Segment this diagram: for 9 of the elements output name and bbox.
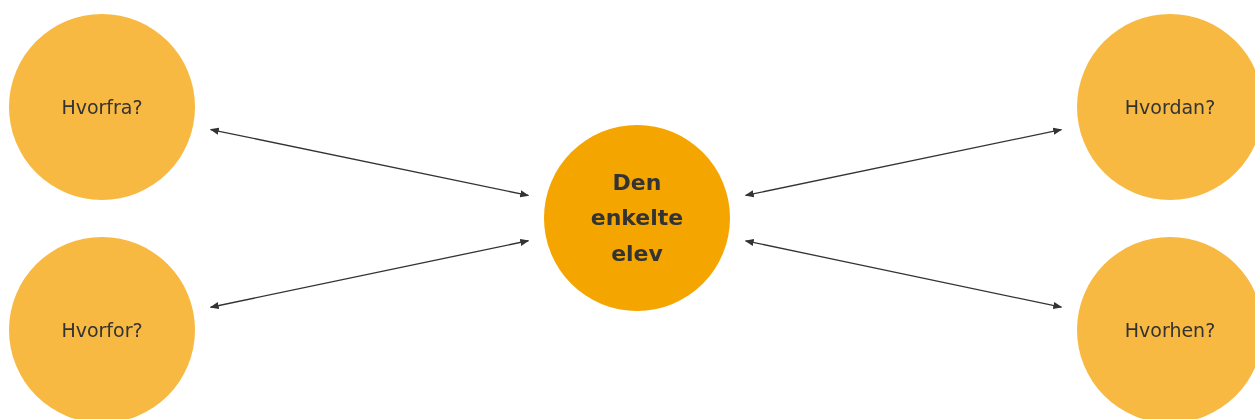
double-arrow bbox=[744, 127, 1063, 198]
double-arrow bbox=[209, 127, 530, 198]
circle-label: Hvorfor? bbox=[61, 317, 143, 343]
circle-label: Hvorfra? bbox=[61, 94, 143, 120]
circle-label: Hvorhen? bbox=[1124, 317, 1216, 343]
double-arrow bbox=[209, 238, 530, 310]
double-arrow bbox=[744, 238, 1063, 310]
circle-label: Hvordan? bbox=[1124, 94, 1216, 120]
circle-label: Den enkelte elev bbox=[589, 169, 685, 268]
